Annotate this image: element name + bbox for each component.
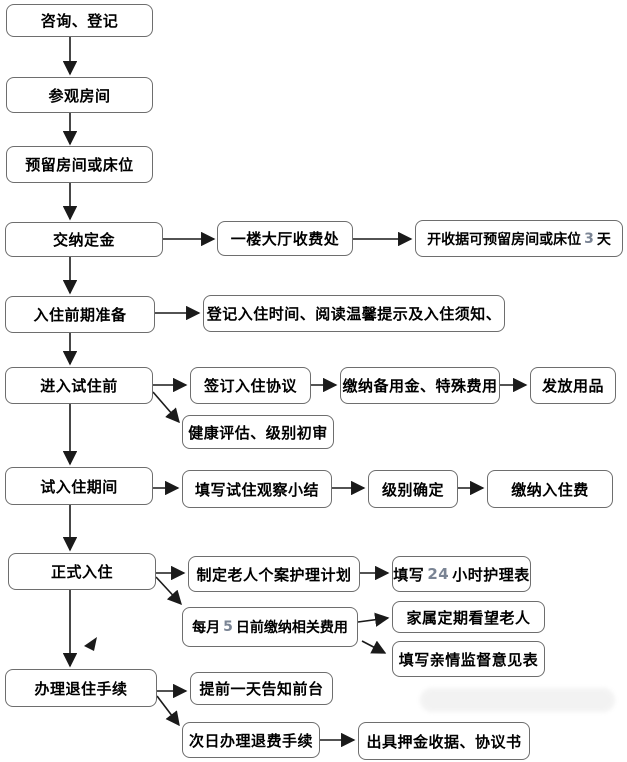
node-care-plan: 制定老人个案护理计划: [188, 556, 360, 592]
monthly-fee-text: 每月: [192, 620, 221, 636]
node-lobby-fee-office: 一楼大厅收费处: [217, 221, 353, 256]
monthly-fee-suffix: 日前缴纳相关费用: [235, 620, 348, 636]
node-register-time-notice: 登记入住时间、阅读温馨提示及入住须知、: [203, 295, 505, 332]
care-form-24h-text: 填写: [393, 565, 425, 584]
node-visit-rooms: 参观房间: [6, 77, 153, 113]
receipt-reserve-number: 3: [584, 230, 594, 247]
node-official-checkin: 正式入住: [8, 553, 156, 590]
node-trial-period: 试入住期间: [5, 467, 153, 505]
node-consult-register: 咨询、登记: [6, 4, 153, 37]
node-refund-next-day: 次日办理退费手续: [182, 722, 320, 758]
node-pay-checkin-fee: 缴纳入住费: [487, 470, 613, 508]
node-issue-supplies: 发放用品: [530, 367, 616, 404]
branch-arrows: [152, 231, 528, 748]
receipt-reserve-suffix: 天: [596, 231, 611, 248]
monthly-fee-number: 5: [223, 619, 233, 635]
receipt-reserve-text: 开收据可预留房间或床位: [427, 231, 582, 248]
node-issue-receipt-agreement: 出具押金收据、协议书: [358, 722, 530, 760]
node-checkout: 办理退住手续: [5, 669, 157, 707]
node-notify-front-desk: 提前一天告知前台: [190, 672, 333, 705]
watermark: [420, 688, 615, 712]
node-trial-summary: 填写试住观察小结: [182, 470, 332, 508]
node-level-confirm: 级别确定: [368, 470, 458, 508]
node-precheckin-prep: 入住前期准备: [5, 296, 155, 333]
node-sign-agreement: 签订入住协议: [190, 367, 311, 404]
node-pay-deposit: 交纳定金: [5, 222, 163, 257]
stray-arrowhead: [84, 637, 97, 651]
node-reserve-room: 预留房间或床位: [6, 146, 153, 183]
node-health-assessment: 健康评估、级别初审: [182, 415, 334, 449]
node-family-feedback: 填写亲情监督意见表: [392, 641, 545, 677]
care-form-24h-number: 24: [427, 565, 450, 583]
node-family-visit: 家属定期看望老人: [392, 601, 545, 633]
care-form-24h-suffix: 小时护理表: [452, 565, 530, 584]
node-before-trial: 进入试住前: [5, 367, 153, 404]
node-pay-reserve-fund: 缴纳备用金、特殊费用: [340, 367, 500, 404]
